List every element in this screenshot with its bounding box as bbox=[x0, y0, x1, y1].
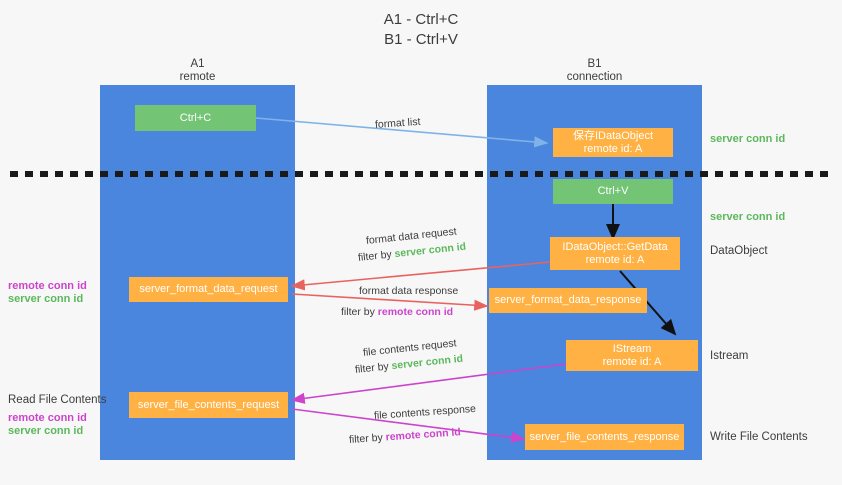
annotation-write-file-contents: Write File Contents bbox=[710, 431, 808, 443]
annotation-dataobject: DataObject bbox=[710, 245, 768, 257]
column-header-b1: B1 connection bbox=[566, 58, 623, 83]
arrow-format-data-request bbox=[290, 261, 551, 291]
annotation-read-file-contents: Read File Contents bbox=[8, 394, 107, 406]
box-server-file-contents-response[interactable]: server_file_contents_response bbox=[525, 424, 684, 450]
arrow-file-contents-request bbox=[290, 363, 567, 404]
box-ctrl-c[interactable]: Ctrl+C bbox=[135, 105, 256, 131]
box-save-idataobject[interactable]: 保存IDataObject remote id: A bbox=[553, 128, 673, 157]
column-header-a1: A1 remote bbox=[179, 58, 216, 83]
box-server-format-data-request[interactable]: server_format_data_request bbox=[129, 277, 288, 302]
box-istream[interactable]: IStream remote id: A bbox=[566, 340, 698, 371]
box-idataobject-getdata[interactable]: IDataObject::GetData remote id: A bbox=[550, 237, 680, 270]
label-format-data-response-filter: filter by remote conn id bbox=[341, 306, 453, 318]
box-server-format-data-response[interactable]: server_format_data_response bbox=[489, 288, 647, 313]
annotation-file-server-conn-id: server conn id bbox=[8, 425, 84, 437]
annotation-istream: Istream bbox=[710, 350, 749, 362]
phase-divider-dashed-line bbox=[10, 171, 832, 177]
label-format-data-response: format data response bbox=[359, 285, 459, 297]
page-title: A1 - Ctrl+C B1 - Ctrl+V bbox=[383, 11, 459, 48]
filter-prefix: filter by bbox=[348, 431, 387, 446]
arrow-file-contents-response bbox=[291, 408, 526, 443]
arrow-format-list bbox=[255, 117, 549, 148]
annotation-server-conn-id-top: server conn id bbox=[710, 133, 786, 145]
box-server-file-contents-request[interactable]: server_file_contents_request bbox=[129, 392, 288, 418]
box-ctrl-v[interactable]: Ctrl+V bbox=[553, 179, 673, 204]
filter-value-remote-conn-id: remote conn id bbox=[377, 306, 454, 318]
annotation-format-server-conn-id: server conn id bbox=[8, 293, 84, 305]
filter-prefix: filter by bbox=[341, 306, 378, 318]
arrow-getdata-to-istream bbox=[619, 270, 677, 336]
arrow-format-data-response bbox=[291, 293, 489, 311]
annotation-server-conn-id-mid: server conn id bbox=[710, 211, 786, 223]
annotation-format-remote-conn-id: remote conn id bbox=[8, 280, 87, 292]
annotation-file-remote-conn-id: remote conn id bbox=[8, 412, 87, 424]
